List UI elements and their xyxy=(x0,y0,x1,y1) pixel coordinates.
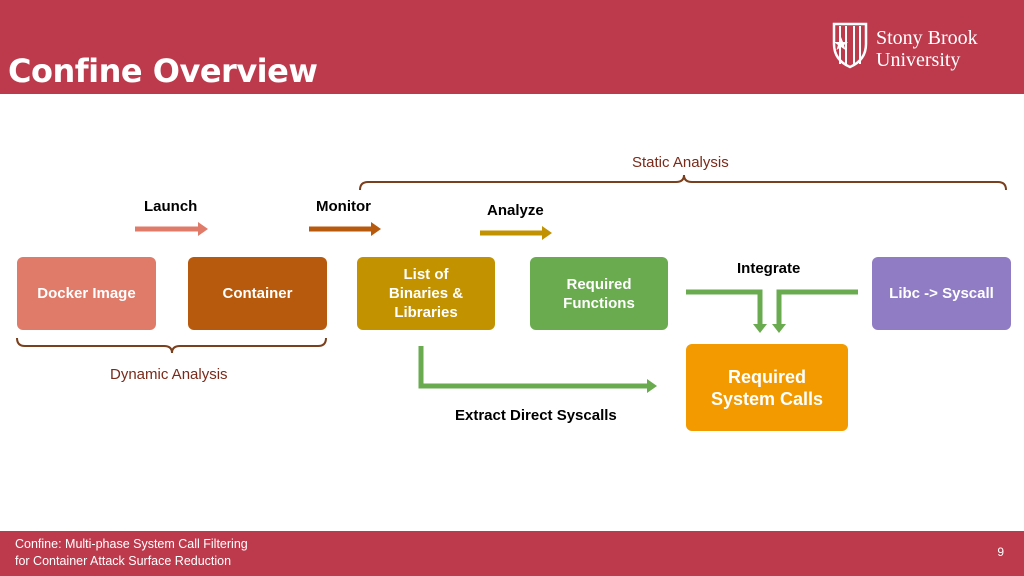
monitor-label: Monitor xyxy=(316,198,371,215)
docker-image-box: Docker Image xyxy=(17,257,156,330)
syscalls-line-2: System Calls xyxy=(710,388,824,409)
university-logo: Stony Brook University xyxy=(830,18,1000,78)
required-functions-box: Required Functions xyxy=(530,257,668,330)
syscalls-line-1: Required xyxy=(727,366,806,387)
integrate-label: Integrate xyxy=(737,260,801,277)
container-box: Container xyxy=(188,257,327,330)
footer-citation: Confine: Multi-phase System Call Filteri… xyxy=(15,536,315,570)
binaries-libraries-box: List of Binaries & Libraries xyxy=(357,257,495,330)
page-number: 9 xyxy=(997,545,1004,559)
libc-syscall-label: Libc -> Syscall xyxy=(889,285,994,302)
static-analysis-label: Static Analysis xyxy=(632,154,729,171)
container-label: Container xyxy=(222,285,293,302)
binaries-line-1: List of xyxy=(403,266,449,283)
footer-line-1: Confine: Multi-phase System Call Filteri… xyxy=(15,537,248,551)
required-syscalls-box: Required System Calls xyxy=(686,344,848,431)
logo-line-2: University xyxy=(876,49,961,71)
libc-syscall-box: Libc -> Syscall xyxy=(872,257,1011,330)
logo-line-1: Stony Brook xyxy=(876,27,978,49)
footer-bar: Confine: Multi-phase System Call Filteri… xyxy=(0,531,1024,576)
extract-direct-arrow xyxy=(418,346,657,393)
binaries-line-3: Libraries xyxy=(394,304,458,321)
integrate-arrow-left xyxy=(686,289,767,333)
launch-arrow xyxy=(135,222,208,236)
static-analysis-brace xyxy=(359,174,1007,191)
shield-icon xyxy=(832,22,868,69)
functions-line-2: Functions xyxy=(563,294,635,312)
monitor-arrow xyxy=(309,222,381,236)
dynamic-analysis-brace xyxy=(16,337,327,354)
binaries-line-2: Binaries & xyxy=(388,285,464,302)
footer-line-2: for Container Attack Surface Reduction xyxy=(15,554,232,568)
slide-title: Confine Overview xyxy=(8,52,318,90)
extract-direct-label: Extract Direct Syscalls xyxy=(455,407,617,424)
docker-image-label: Docker Image xyxy=(37,285,136,302)
analyze-arrow xyxy=(480,226,552,240)
launch-label: Launch xyxy=(144,198,198,215)
integrate-arrow-right xyxy=(772,289,858,333)
header-bar: Confine Overview Stony Brook University xyxy=(0,0,1024,94)
analyze-label: Analyze xyxy=(487,202,544,219)
dynamic-analysis-label: Dynamic Analysis xyxy=(110,366,228,383)
functions-line-1: Required xyxy=(566,275,632,293)
